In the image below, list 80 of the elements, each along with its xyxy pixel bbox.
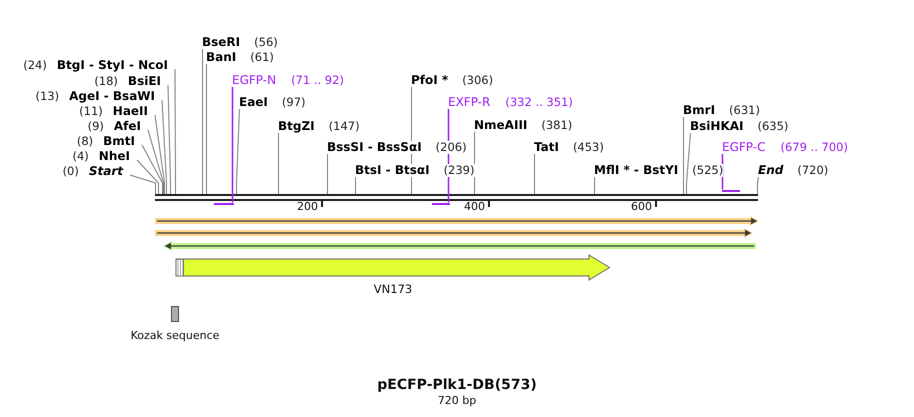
cut-position: (13) — [35, 90, 60, 102]
leader-line — [174, 68, 176, 194]
cut-position: (306) — [462, 74, 494, 86]
leader-line — [142, 144, 163, 194]
feature-track — [163, 241, 756, 251]
enzyme-name: BmrI — [683, 104, 716, 116]
enzyme-name: AgeI - BsaWI — [69, 90, 155, 102]
sequence-length: 720 bp — [438, 394, 476, 408]
enzyme-name: TatI — [534, 140, 559, 154]
feature-track — [155, 228, 753, 238]
enzyme-name: BseRI — [202, 36, 240, 48]
leader-line — [757, 176, 759, 194]
enzyme-name: BtgI - StyI - NcoI — [56, 58, 168, 72]
cut-position: (239) — [444, 164, 474, 176]
enzyme-name: NmeAIII — [474, 118, 528, 132]
cut-position: (453) — [572, 140, 604, 154]
cut-position: (525) — [692, 164, 724, 176]
leader-line — [683, 116, 684, 194]
scale-label: 400 — [464, 200, 485, 212]
enzyme-name: BanI — [206, 50, 236, 64]
cut-position: (631) — [729, 104, 760, 116]
cut-position: (24) — [23, 58, 47, 72]
leader-line — [236, 108, 240, 194]
cut-position: (61) — [250, 50, 274, 64]
primer-range: (679 .. 700) — [780, 140, 848, 154]
leader-line — [148, 130, 164, 194]
leader-line — [206, 63, 207, 194]
feature-label: Kozak sequence — [130, 329, 220, 343]
sequence-end-label: End — [758, 164, 784, 176]
cut-position: (720) — [797, 164, 828, 176]
enzyme-name: MflI * - BstYI — [594, 164, 678, 176]
leader-line — [168, 84, 171, 194]
cut-position: (9) — [88, 120, 104, 132]
cut-position: (56) — [254, 36, 278, 48]
enzyme-name: PfoI * — [411, 74, 448, 86]
enzyme-name: BsiEI — [128, 74, 161, 88]
enzyme-name: BmtI — [103, 134, 135, 148]
primer-name: EGFP-N — [232, 74, 276, 86]
leader-line — [154, 114, 165, 194]
leader-line — [534, 153, 535, 194]
primer-name: EGFP-C — [722, 140, 766, 154]
cut-position: (0) — [62, 164, 79, 178]
cut-position: (381) — [541, 118, 572, 132]
enzyme-name: BtsI - BtsαI — [355, 164, 430, 176]
cut-position: (206) — [436, 140, 467, 154]
feature-track — [155, 216, 759, 226]
primer-range: (71 .. 92) — [291, 74, 344, 86]
primer-name: EXFP-R — [448, 96, 490, 108]
leader-line — [722, 154, 724, 190]
enzyme-name: EaeI — [239, 96, 268, 108]
leader-line — [130, 174, 156, 194]
dna-sequence-bar — [155, 194, 758, 200]
scale-label: 200 — [297, 200, 318, 212]
enzyme-name: BsiHKAI — [690, 120, 744, 132]
leader-line — [278, 132, 279, 194]
leader-line — [136, 160, 159, 194]
leader-line — [327, 153, 328, 194]
leader-line — [355, 176, 356, 194]
enzyme-name: AfeI — [114, 120, 141, 132]
leader-line — [594, 176, 595, 194]
primer-range: (332 .. 351) — [505, 96, 573, 108]
enzyme-name: HaeII — [112, 104, 148, 118]
enzyme-name: NheI — [98, 150, 130, 162]
enzyme-name: BtgZI — [278, 120, 315, 132]
cut-position: (4) — [72, 150, 89, 162]
sequence-start-label: Start — [88, 164, 123, 178]
cut-position: (97) — [282, 96, 306, 108]
cut-position: (147) — [328, 120, 360, 132]
leader-line — [686, 132, 691, 194]
cut-position: (8) — [76, 134, 94, 148]
cut-position: (11) — [79, 104, 103, 118]
leader-line — [202, 48, 203, 194]
feature-label: VN173 — [374, 283, 412, 296]
cut-position: (635) — [758, 120, 788, 132]
enzyme-name: BssSI - BssSαI — [327, 140, 422, 154]
leader-line — [232, 86, 234, 202]
map-title: pECFP-Plk1-DB(573) — [377, 376, 537, 394]
cut-position: (18) — [94, 74, 118, 88]
leader-line — [162, 100, 167, 194]
scale-label: 600 — [631, 200, 652, 212]
